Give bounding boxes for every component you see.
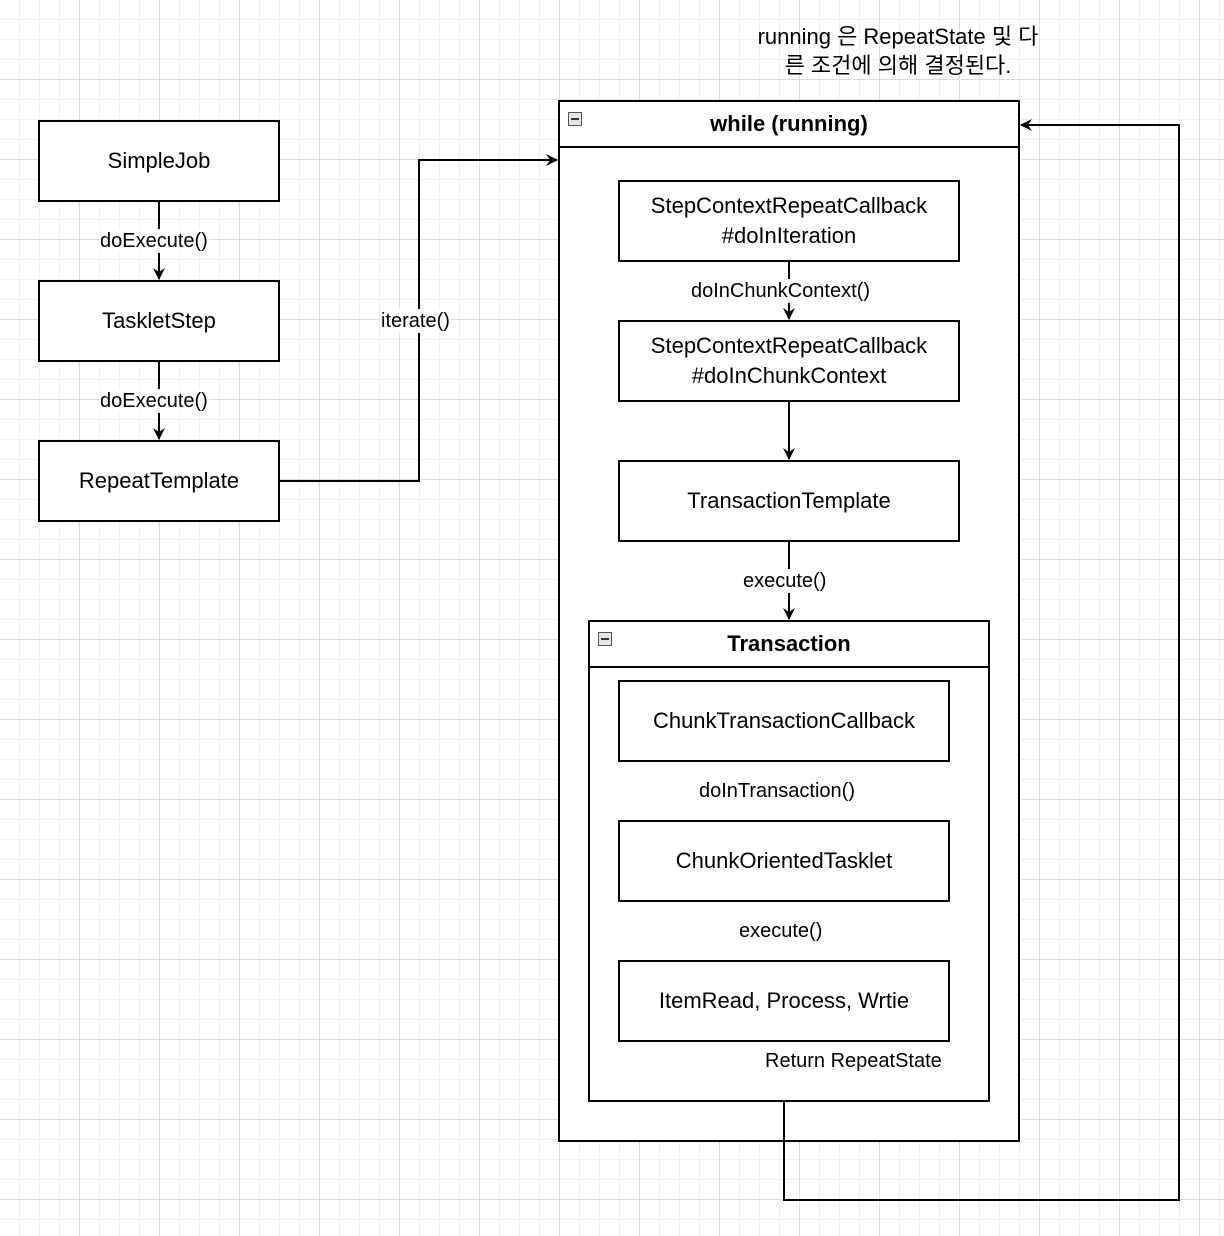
- step-context-do-in-iteration-node[interactable]: StepContextRepeatCallback #doInIteration: [618, 180, 960, 262]
- while-running-header: while (running): [560, 102, 1018, 148]
- edge-label-return-repeat-state: Return RepeatState: [765, 1050, 942, 1072]
- edge-label-execute-1: execute(): [742, 569, 828, 593]
- note-line-2: 른 조건에 의해 결정된다.: [784, 53, 1012, 78]
- step-context-iteration-line-1: StepContextRepeatCallback: [650, 193, 928, 218]
- tasklet-step-label: TaskletStep: [102, 308, 216, 333]
- note-line-1: running 은 RepeatState 및 다: [757, 24, 1039, 49]
- item-read-process-write-label: ItemRead, Process, Wrtie: [658, 988, 910, 1013]
- step-context-do-in-chunk-context-node[interactable]: StepContextRepeatCallback #doInChunkCont…: [618, 320, 960, 402]
- transaction-template-node[interactable]: TransactionTemplate: [618, 460, 960, 542]
- repeat-template-label: RepeatTemplate: [78, 468, 240, 493]
- transaction-title: Transaction: [727, 631, 851, 656]
- transaction-header: Transaction: [590, 622, 988, 668]
- chunk-transaction-callback-label: ChunkTransactionCallback: [652, 708, 916, 733]
- edge-return-while: [783, 119, 1180, 1201]
- chunk-oriented-tasklet-label: ChunkOrientedTasklet: [675, 848, 893, 873]
- tasklet-step-node[interactable]: TaskletStep: [38, 280, 280, 362]
- edge-label-do-execute-1: doExecute(): [99, 229, 209, 253]
- running-condition-note: running 은 RepeatState 및 다 른 조건에 의해 결정된다.: [730, 22, 1066, 80]
- simple-job-node[interactable]: SimpleJob: [38, 120, 280, 202]
- edge-label-iterate: iterate(): [380, 309, 451, 333]
- step-context-chunk-line-2: #doInChunkContext: [691, 363, 887, 388]
- edge-label-do-in-transaction: doInTransaction(): [698, 779, 856, 803]
- transaction-template-label: TransactionTemplate: [687, 488, 891, 513]
- step-context-chunk-line-1: StepContextRepeatCallback: [650, 333, 928, 358]
- collapse-icon[interactable]: [598, 632, 612, 646]
- edge-label-execute-2: execute(): [738, 919, 824, 943]
- step-context-iteration-line-2: #doInIteration: [721, 223, 857, 248]
- repeat-template-node[interactable]: RepeatTemplate: [38, 440, 280, 522]
- simple-job-label: SimpleJob: [107, 148, 211, 173]
- edge-label-do-execute-2: doExecute(): [99, 389, 209, 413]
- chunk-transaction-callback-node[interactable]: ChunkTransactionCallback: [618, 680, 950, 762]
- edge-label-do-in-chunk-context: doInChunkContext(): [690, 279, 871, 303]
- item-read-process-write-node[interactable]: ItemRead, Process, Wrtie: [618, 960, 950, 1042]
- collapse-icon[interactable]: [568, 112, 582, 126]
- while-running-title: while (running): [710, 111, 868, 136]
- chunk-oriented-tasklet-node[interactable]: ChunkOrientedTasklet: [618, 820, 950, 902]
